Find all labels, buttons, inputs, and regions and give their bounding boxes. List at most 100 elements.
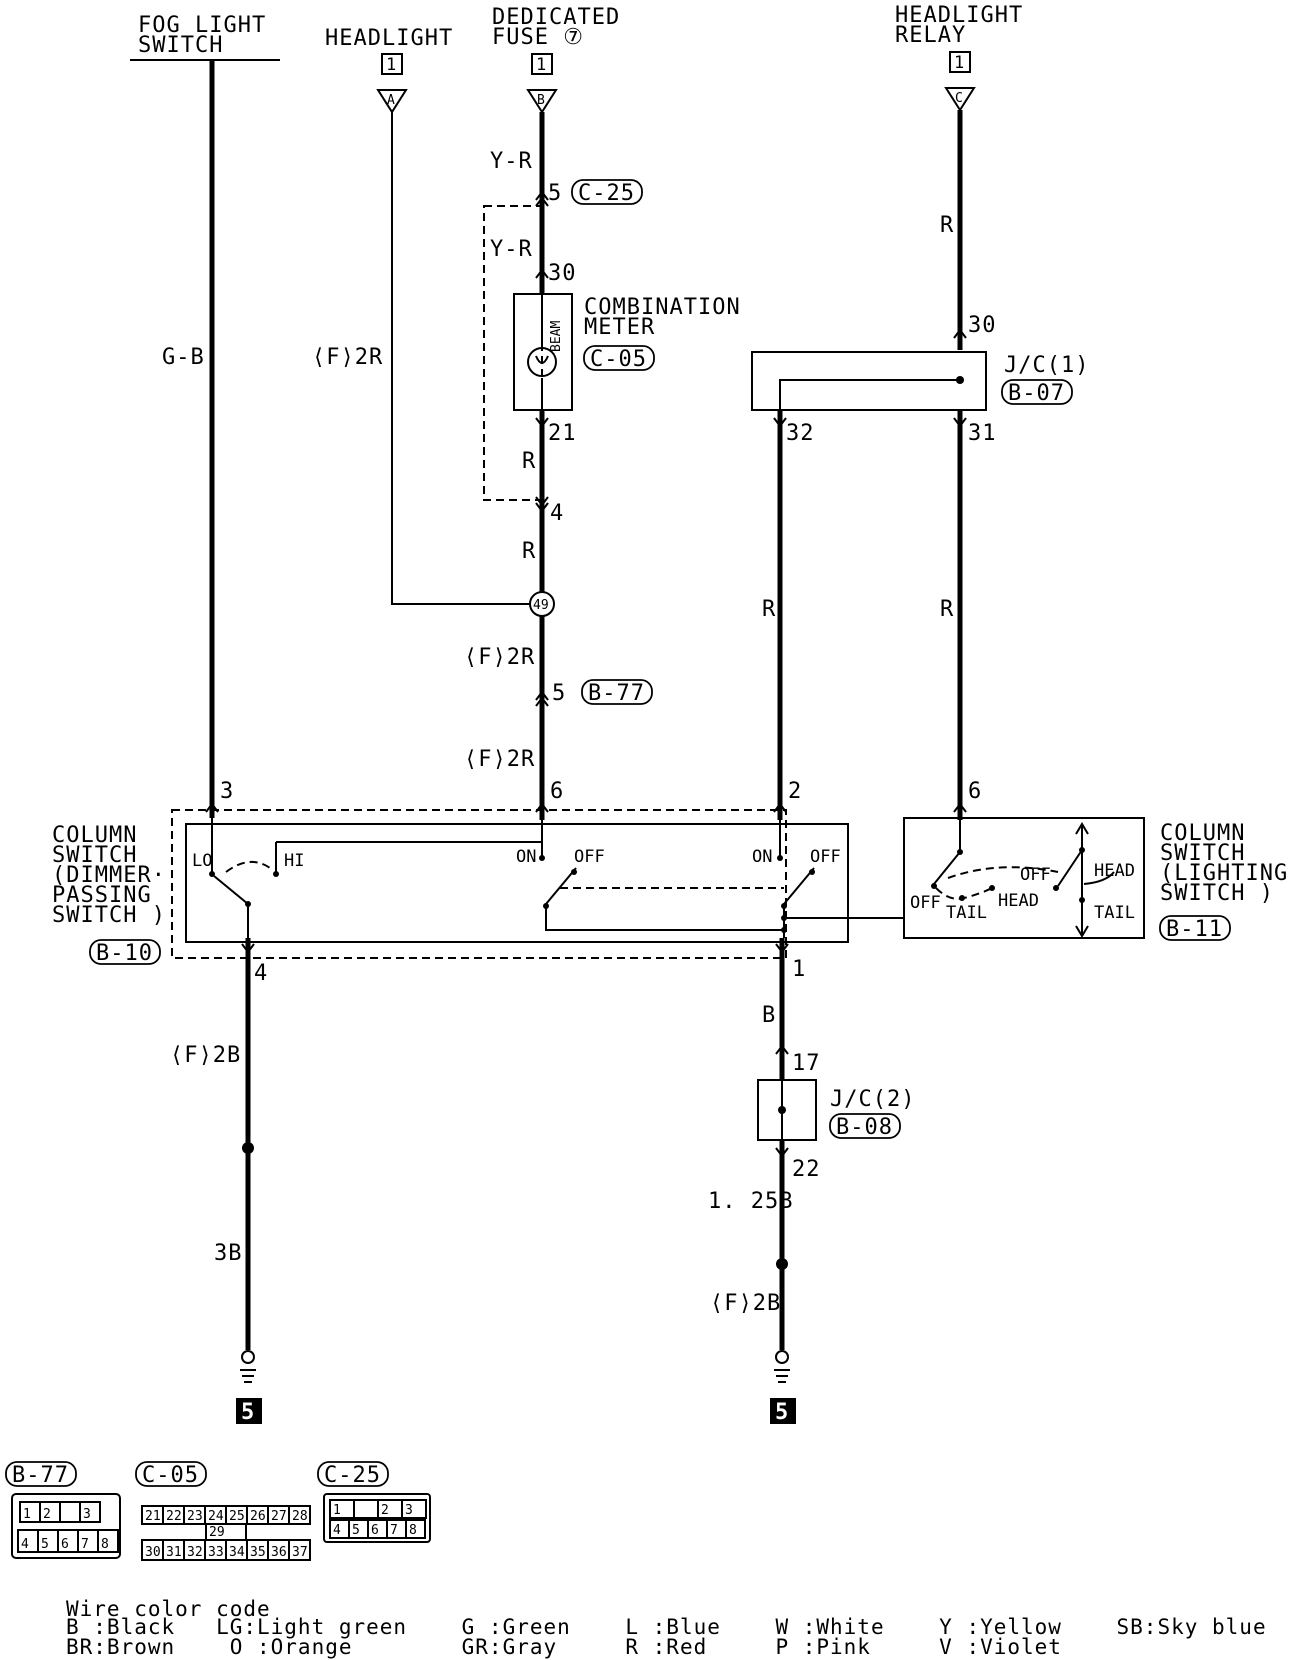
splice-dot-left (242, 1142, 254, 1154)
on-label-2: ON (752, 847, 772, 867)
off-label-3: OFF (910, 893, 941, 913)
connector-c: C (944, 87, 976, 112)
svg-text:1: 1 (954, 53, 964, 73)
wire-label-r-1: R (522, 449, 536, 474)
svg-text:C: C (955, 91, 963, 106)
svg-text:B-07: B-07 (1008, 381, 1065, 406)
page-ref-headlight: 1 (381, 53, 403, 75)
wire-label-f2b-2: ⟨F⟩2B (710, 1291, 781, 1316)
off-label-2: OFF (810, 847, 841, 867)
tail-label-1: TAIL (946, 903, 987, 923)
b77-bottom-pin: 8 (101, 1537, 109, 1552)
conn-b77: B-77 (581, 679, 653, 706)
lo-label: LO (192, 851, 212, 871)
c05-top-cell (288, 1505, 311, 1525)
svg-text:B-08: B-08 (836, 1115, 893, 1140)
svg-text:A: A (387, 93, 395, 108)
svg-text:5: 5 (241, 1400, 255, 1425)
headlight-label: HEADLIGHT (325, 26, 453, 51)
wire-label-f2r-1: ⟨F⟩2R (312, 345, 383, 370)
pin-2-switch: 2 (788, 779, 802, 804)
c05-top-pin: 23 (187, 1509, 203, 1524)
wire-label-y-r-2: Y-R (490, 237, 533, 262)
pin-4-c25: 4 (550, 501, 564, 526)
legend-title: Wire color code (66, 1597, 271, 1621)
c05-bottom-pin: 33 (208, 1545, 224, 1560)
c05-top-pin: 27 (271, 1509, 287, 1524)
conn-c05: C-05 (583, 345, 655, 372)
off-label-1: OFF (574, 847, 605, 867)
c05-top-pin: 26 (250, 1509, 266, 1524)
svg-text:B: B (537, 93, 545, 108)
jc1-label: J/C(1) (1004, 353, 1089, 378)
c25-top-pin: 3 (405, 1503, 413, 1518)
svg-text:C-25: C-25 (324, 1463, 381, 1488)
head-label-2: HEAD (1094, 861, 1135, 881)
pin-30-jc1: 30 (968, 313, 997, 338)
splice-49: 49 (529, 591, 555, 617)
wire-headlight-f2r (391, 112, 542, 605)
b77-top-pin: 3 (83, 1507, 91, 1522)
conn-b08: B-08 (829, 1113, 901, 1140)
svg-text:1: 1 (386, 55, 396, 75)
conn-b11: B-11 (1159, 915, 1231, 942)
tail-label-2: TAIL (1094, 903, 1135, 923)
splice-dot-right (776, 1258, 788, 1270)
c05-top-pin: 28 (292, 1509, 308, 1524)
c05-bottom-pin: 31 (166, 1545, 182, 1560)
wire-label-f2b-1: ⟨F⟩2B (170, 1043, 241, 1068)
pin-32-jc1: 32 (786, 421, 815, 446)
c25-top-pin: 2 (381, 1503, 389, 1518)
connector-a: A (376, 89, 408, 114)
svg-text:49: 49 (533, 598, 549, 613)
b77-top-pin: 1 (23, 1507, 31, 1522)
pin-5-c25: 5 (548, 181, 562, 206)
on-label-1: ON (516, 847, 536, 867)
c05-bottom-pin: 37 (292, 1545, 308, 1560)
hi-label: HI (284, 851, 304, 871)
c05-mid-pin: 29 (209, 1525, 225, 1540)
page-ref-fuse: 1 (531, 53, 553, 75)
legend-row-2: BR:Brown O :Orange GR:Gray R :Red P :Pin… (66, 1635, 1062, 1659)
pin-4-switch: 4 (254, 961, 268, 986)
b77-top-cell (79, 1501, 101, 1523)
wire-label-b: B (762, 1003, 776, 1028)
pin-17-jc2: 17 (792, 1051, 821, 1076)
c25-bottom-pin: 7 (390, 1523, 398, 1538)
c05-bottom-pin: 34 (229, 1545, 245, 1560)
connector-b: B (526, 89, 558, 114)
b77-bottom-pin: 4 (21, 1537, 29, 1552)
svg-text:C-05: C-05 (590, 347, 647, 372)
c25-top-pin: 1 (333, 1503, 341, 1518)
pin-31-jc1: 31 (968, 421, 997, 446)
svg-text:1: 1 (536, 55, 546, 75)
c05-bottom-pin: 35 (250, 1545, 266, 1560)
head-label-1: HEAD (998, 891, 1039, 911)
c05-top-pin: 22 (166, 1509, 182, 1524)
c25-bottom-pin: 6 (371, 1523, 379, 1538)
svg-text:B-77: B-77 (12, 1463, 69, 1488)
wire-label-125b: 1. 25B (708, 1189, 793, 1214)
pin-3-switch: 3 (220, 779, 234, 804)
c05-bottom-pin: 32 (187, 1545, 203, 1560)
legend-row-1: B :Black LG:Light green G :Green L :Blue… (66, 1615, 1267, 1639)
c25-top-cell (353, 1499, 379, 1519)
junction-connector-1: J/C(1) (751, 351, 1089, 411)
c25-bottom-pin: 8 (409, 1523, 417, 1538)
wire-label-f2r-3: ⟨F⟩2R (464, 747, 535, 772)
wire-label-r-3: R (940, 213, 954, 238)
b77-bottom-pin: 5 (41, 1537, 49, 1552)
c05-bottom-pin: 36 (271, 1545, 287, 1560)
svg-text:C-05: C-05 (142, 1463, 199, 1488)
c05-bottom-pin: 30 (145, 1545, 161, 1560)
